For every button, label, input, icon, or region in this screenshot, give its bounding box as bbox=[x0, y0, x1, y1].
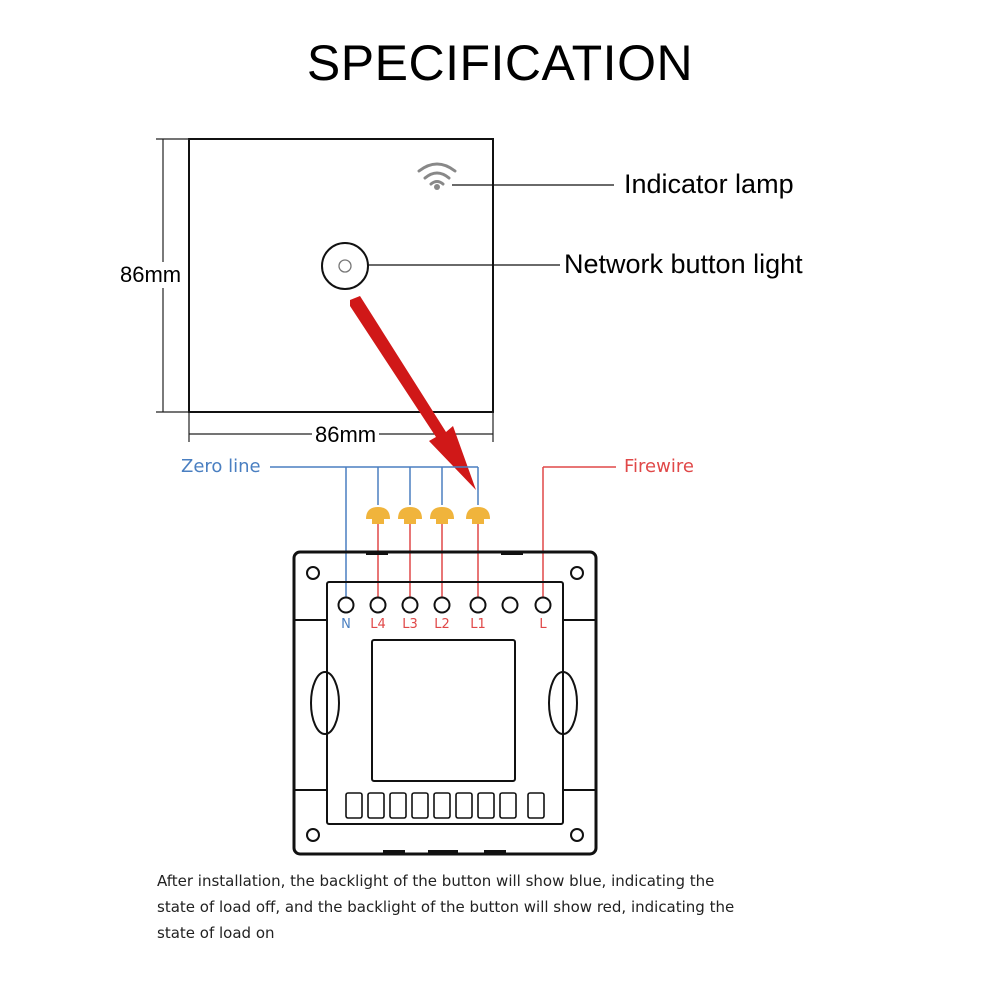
terminal-row bbox=[337, 596, 552, 614]
height-dimension-label: 86mm bbox=[120, 262, 182, 288]
terminal-n bbox=[337, 596, 355, 614]
installation-note: After installation, the backlight of the… bbox=[157, 872, 735, 942]
terminal-label: L4 bbox=[370, 617, 386, 632]
terminal-label: N bbox=[341, 617, 351, 632]
terminal-label: L bbox=[539, 617, 547, 632]
page-title: SPECIFICATION bbox=[306, 35, 694, 91]
terminal-label: L2 bbox=[434, 617, 450, 632]
relay-slots bbox=[345, 792, 545, 819]
zero-line-wiring bbox=[270, 466, 479, 598]
zero-line-label: Zero line bbox=[181, 456, 261, 477]
power-button-icon bbox=[321, 242, 369, 290]
terminal-label: L3 bbox=[402, 617, 418, 632]
bulb-icon bbox=[466, 507, 490, 524]
indicator-lamp-label: Indicator lamp bbox=[624, 169, 794, 199]
bulb-icon bbox=[398, 507, 422, 524]
network-button-light-label: Network button light bbox=[564, 249, 803, 279]
housing-clips bbox=[366, 551, 523, 855]
bulb-icon bbox=[366, 507, 390, 524]
red-arrow bbox=[350, 296, 476, 490]
terminal-l1 bbox=[469, 596, 487, 614]
terminal-l2 bbox=[433, 596, 451, 614]
firewire-wiring bbox=[377, 466, 616, 598]
bulb-icon bbox=[430, 507, 454, 524]
terminal-l bbox=[534, 596, 552, 614]
terminal-label: L1 bbox=[470, 617, 486, 632]
firewire-label: Firewire bbox=[624, 456, 694, 477]
wifi-icon bbox=[417, 162, 457, 186]
terminal-l3 bbox=[401, 596, 419, 614]
terminal-l4 bbox=[369, 596, 387, 614]
terminal-blank bbox=[501, 596, 519, 614]
width-dimension-label: 86mm bbox=[312, 422, 380, 448]
